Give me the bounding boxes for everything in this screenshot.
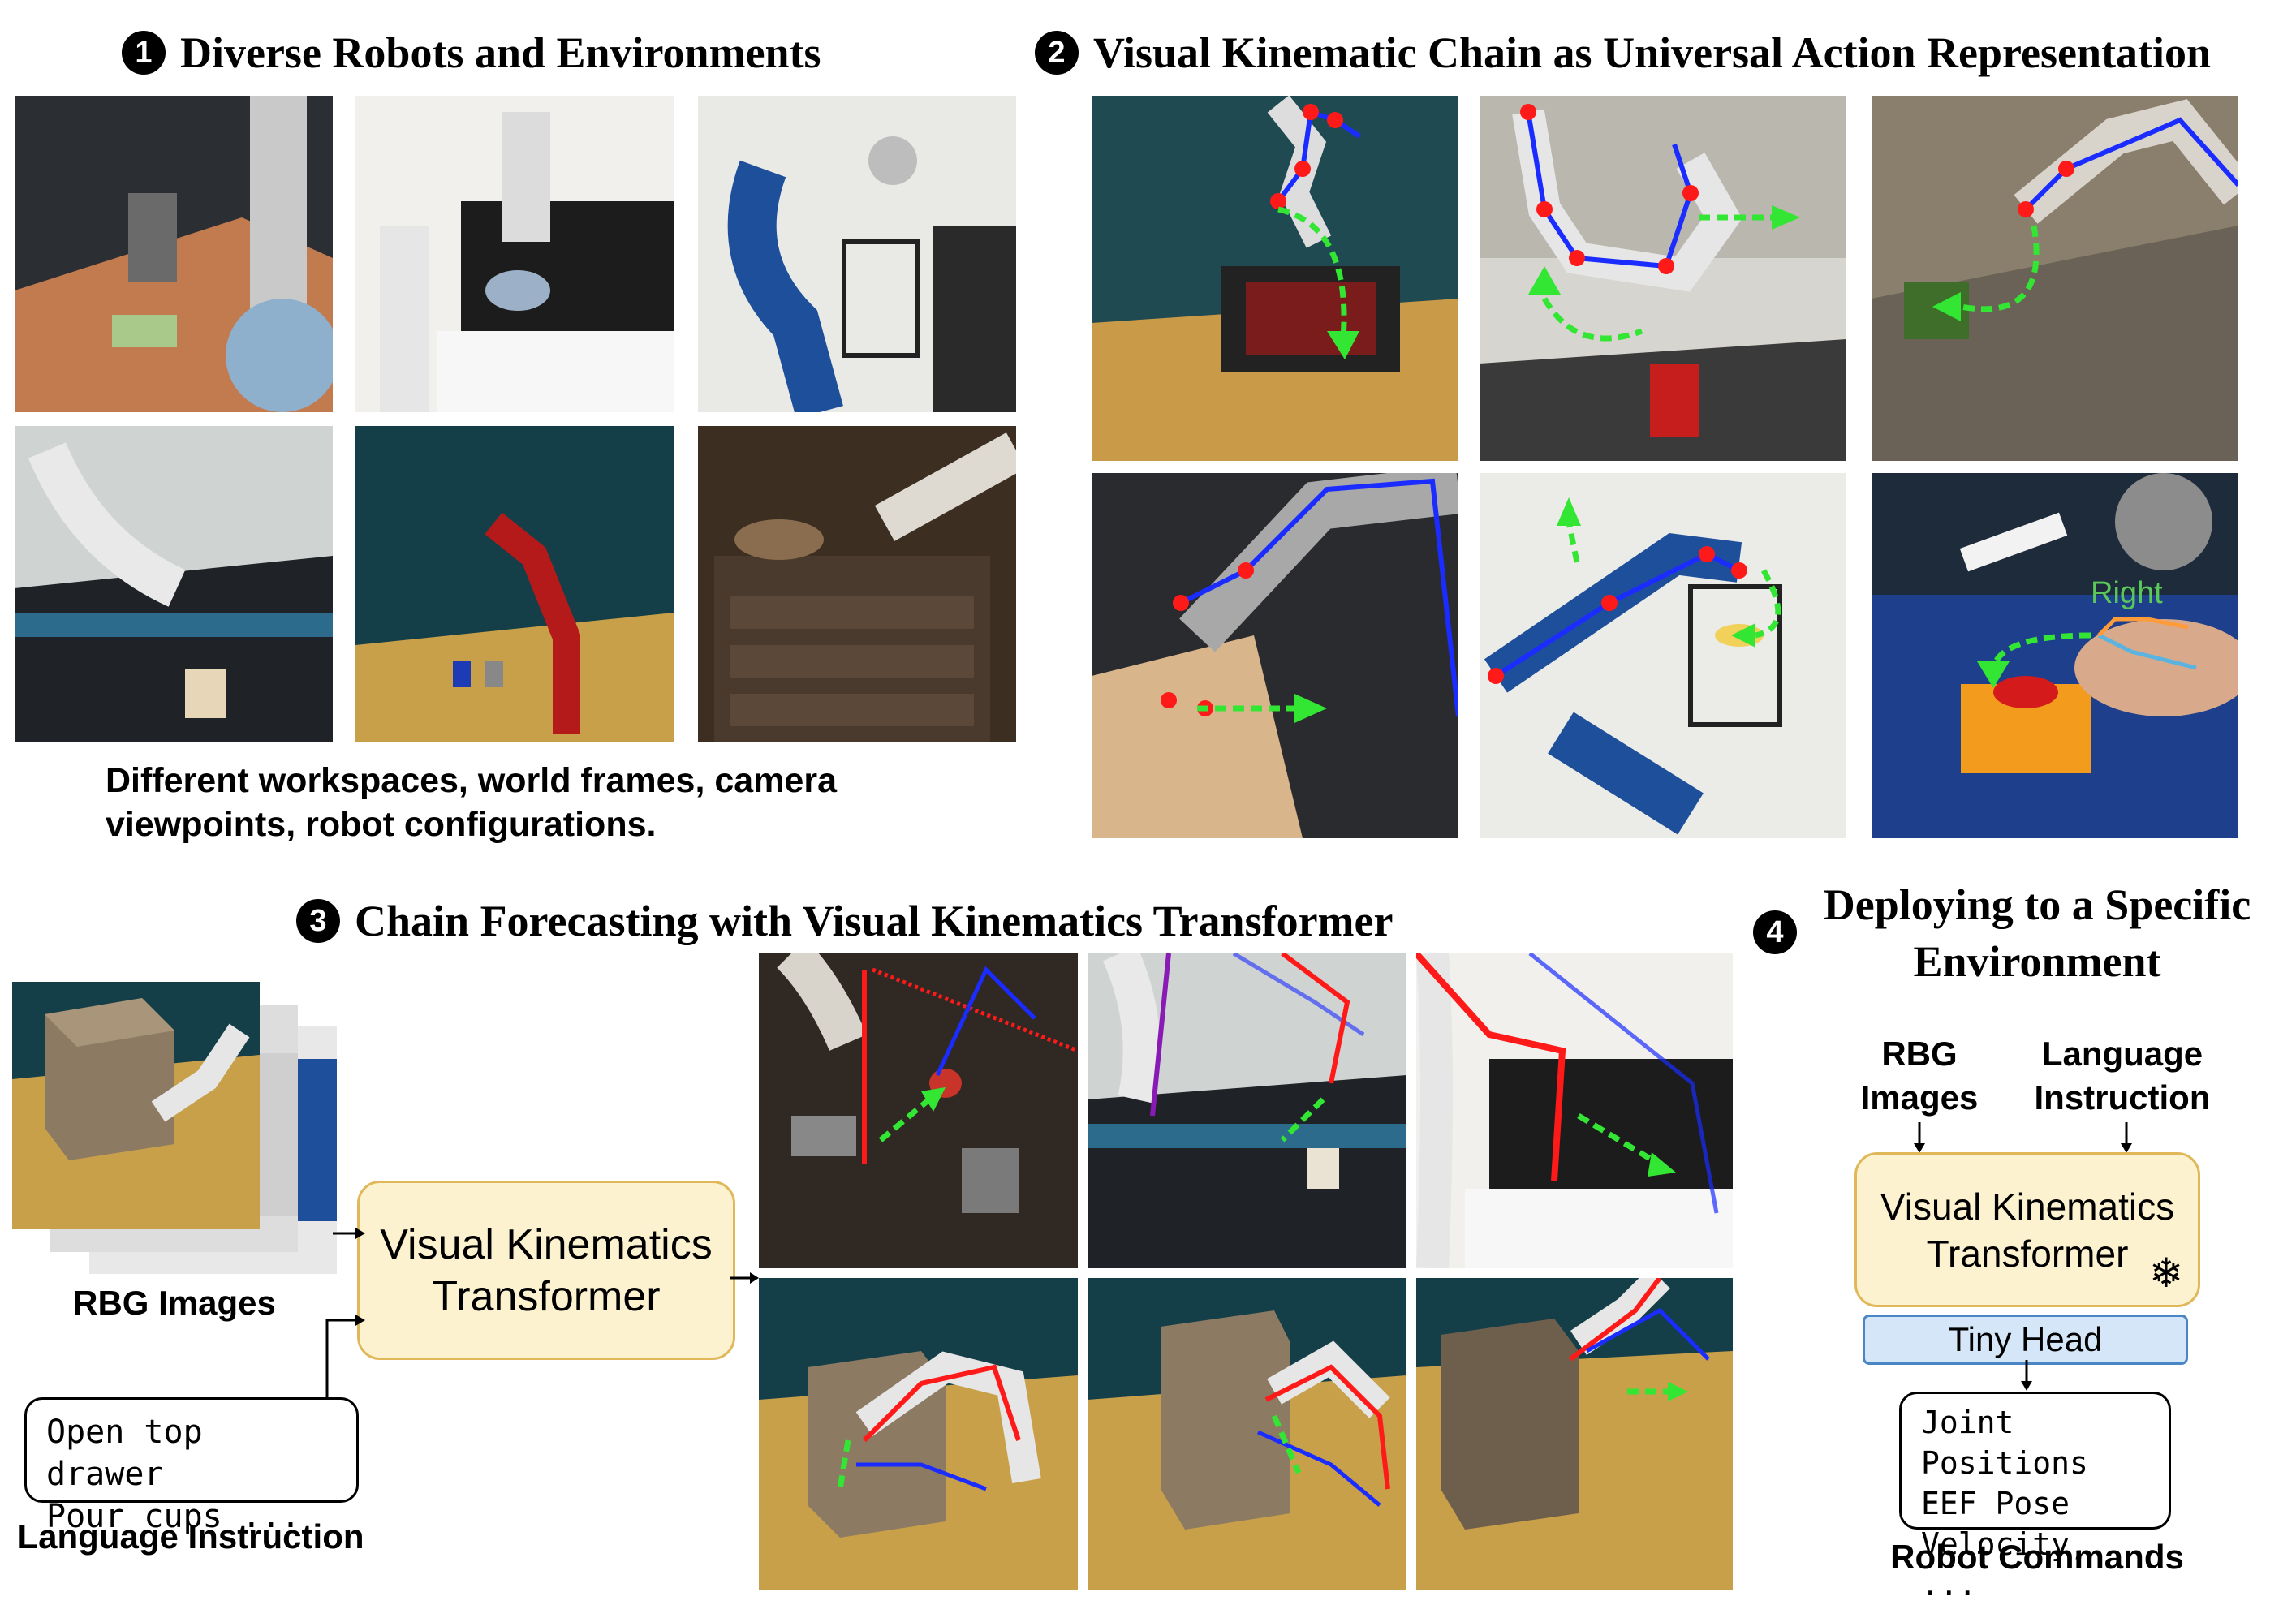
- forecast-photo-can: [759, 953, 1078, 1268]
- robot-photo-sawyer-sim: [355, 426, 674, 742]
- input-image-front: [12, 982, 260, 1229]
- robot-commands-label: Robot Commands: [1890, 1538, 2184, 1576]
- section-1-number-icon: 1: [122, 31, 166, 75]
- tiny-head-box: Tiny Head: [1863, 1315, 2188, 1365]
- forecast-photo-sim-3: [1416, 1278, 1733, 1590]
- language-instruction-label: Language Instruction: [17, 1517, 364, 1556]
- snowflake-icon: ❄: [2149, 1250, 2183, 1297]
- section-2-number-icon: 2: [1035, 31, 1079, 75]
- head-to-commands-arrow: [2021, 1360, 2032, 1391]
- vkt-box-deploy: Visual Kinematics Transformer ❄: [1854, 1152, 2200, 1307]
- s4-language-arrow: [2121, 1122, 2132, 1153]
- forecast-photo-cup: [1088, 953, 1406, 1268]
- forecast-photo-sim-1: [759, 1278, 1078, 1590]
- images-to-vkt-arrow: [333, 1228, 365, 1239]
- section-4-number-icon: 4: [1753, 910, 1797, 954]
- s4-language-label: Language Instruction: [2034, 1035, 2211, 1117]
- command-line-2: EEF Pose: [1921, 1486, 2070, 1521]
- section-1-caption: Different workspaces, world frames, came…: [106, 761, 837, 844]
- chain-overlay-label: Right: [2091, 576, 2163, 610]
- chain-photo-sponge: [1872, 96, 2238, 461]
- instruction-line-2: Pour cups ...: [46, 1498, 301, 1535]
- instruction-line-1: Open top drawer: [46, 1414, 203, 1493]
- robot-photo-ur5-table: [15, 96, 333, 412]
- forecast-photo-kitchen: [1416, 953, 1733, 1268]
- robot-photo-drawer-bowl: [698, 426, 1016, 742]
- robot-photo-kitchen-sink: [355, 96, 674, 412]
- section-3-title: 3 Chain Forecasting with Visual Kinemati…: [296, 896, 1393, 946]
- chain-photo-hand-button: Right: [1872, 473, 2238, 838]
- vkt-box-main-label: Visual Kinematics Transformer: [380, 1220, 713, 1320]
- s4-images-label: RBG Images: [1860, 1035, 1979, 1117]
- robot-commands-box: Joint Positions EEF Pose Velocity, ...: [1899, 1392, 2171, 1603]
- vkt-to-forecast-arrow: [730, 1272, 759, 1284]
- section-2-title-text: Visual Kinematic Chain as Universal Acti…: [1093, 28, 2212, 77]
- input-images-label: RBG Images: [73, 1284, 276, 1322]
- section-3-number-icon: 3: [296, 899, 340, 943]
- robot-photo-franka-cup: [15, 426, 333, 742]
- robot-photo-kuka-stool: [698, 96, 1016, 412]
- chain-photo-grill: [1092, 96, 1458, 461]
- chain-photo-banana: [1480, 473, 1846, 838]
- vkt-box-main: Visual Kinematics Transformer: [357, 1181, 735, 1360]
- command-line-1: Joint Positions: [1921, 1405, 2088, 1481]
- s4-images-arrow: [1914, 1122, 1925, 1153]
- section-1-title: 1 Diverse Robots and Environments: [122, 28, 821, 78]
- chain-photo-tabletop: [1092, 473, 1458, 838]
- section-3-title-text: Chain Forecasting with Visual Kinematics…: [355, 897, 1394, 945]
- section-2-title: 2 Visual Kinematic Chain as Universal Ac…: [1035, 28, 2211, 78]
- section-1-title-text: Diverse Robots and Environments: [180, 28, 821, 77]
- forecast-photo-sim-2: [1088, 1278, 1406, 1590]
- tiny-head-label: Tiny Head: [1948, 1320, 2103, 1358]
- instruction-to-vkt-arrow: [325, 1315, 365, 1400]
- section-4-title-text: Deploying to a Specific Environment: [1823, 880, 2251, 986]
- vkt-box-deploy-label: Visual Kinematics Transformer: [1880, 1185, 2175, 1275]
- chain-photo-red-cup: [1480, 96, 1846, 461]
- instruction-input: Open top drawer Pour cups ...: [24, 1397, 359, 1535]
